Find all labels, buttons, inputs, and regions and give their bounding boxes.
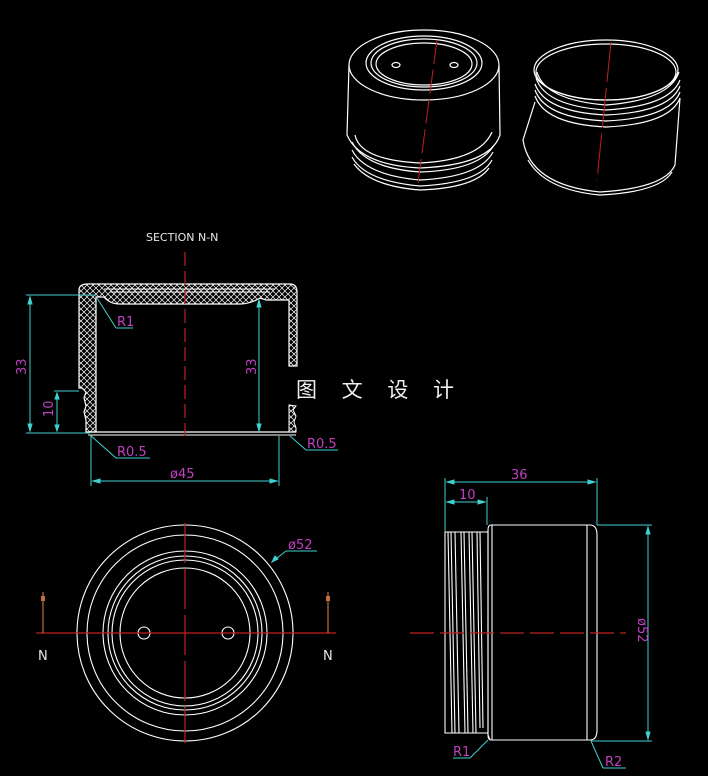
dim-side-diameter: ø52 bbox=[634, 618, 649, 643]
dim-section-height: 33 bbox=[15, 358, 30, 375]
dim-fillet-r1: R1 bbox=[117, 315, 134, 330]
top-view bbox=[36, 523, 336, 743]
dim-thread-height: 10 bbox=[42, 400, 57, 417]
watermark-text: 图 文 设 计 bbox=[296, 378, 463, 402]
side-view-dimensions bbox=[444, 478, 652, 769]
section-dimensions bbox=[26, 294, 338, 486]
dim-fillet-r2-side: R2 bbox=[605, 755, 622, 770]
dim-inner-diameter: ø45 bbox=[170, 467, 195, 482]
dim-overall-length: 36 bbox=[511, 468, 528, 483]
section-label-n-right: N bbox=[323, 649, 333, 664]
side-view bbox=[410, 524, 626, 741]
dim-fillet-r1-side: R1 bbox=[453, 745, 470, 760]
dim-fillet-r05-left: R0.5 bbox=[117, 445, 147, 460]
top-view-leader bbox=[270, 550, 317, 564]
isometric-view-cap-bottom bbox=[522, 39, 681, 196]
dim-outer-diameter-top: ø52 bbox=[288, 538, 313, 553]
section-title: SECTION N-N bbox=[146, 231, 218, 244]
dim-fillet-r05-right: R0.5 bbox=[307, 437, 337, 452]
section-label-n-left: N bbox=[38, 649, 48, 664]
section-view bbox=[78, 252, 298, 436]
dim-inner-height: 33 bbox=[245, 358, 260, 375]
dim-thread-length: 10 bbox=[459, 488, 476, 503]
section-wall-hatch bbox=[78, 283, 298, 433]
isometric-view-cap-top bbox=[346, 29, 501, 191]
